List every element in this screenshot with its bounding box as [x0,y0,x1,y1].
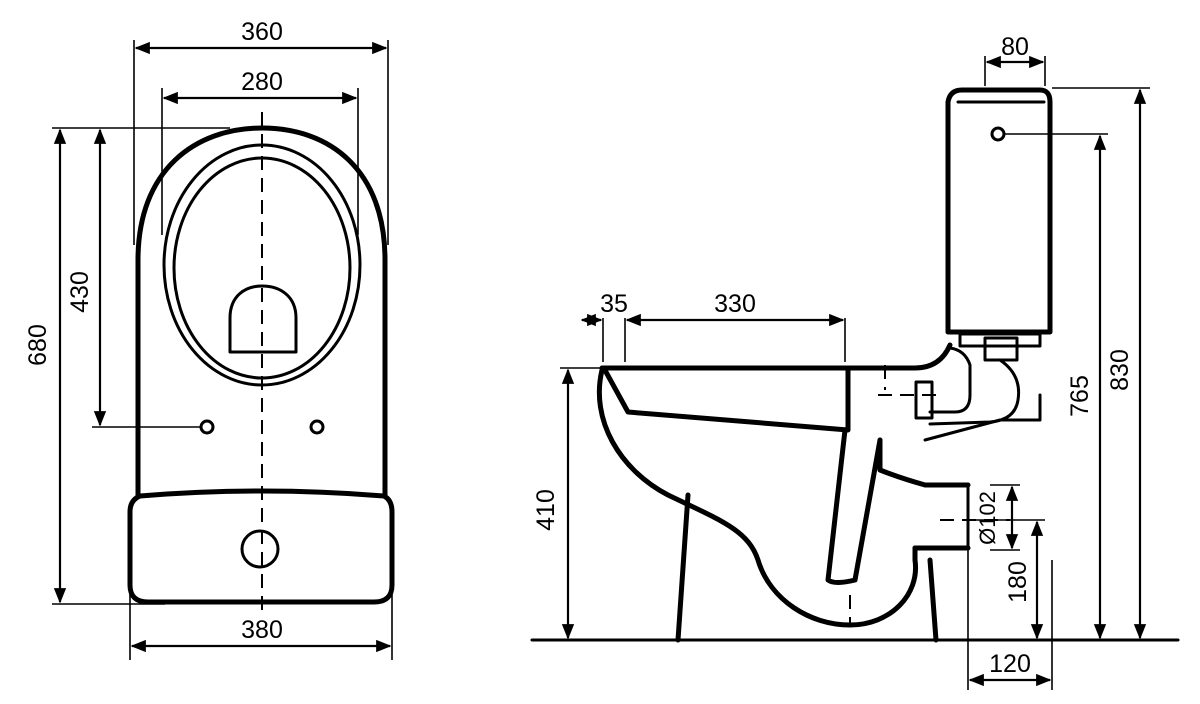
dim-410: 410 [532,489,560,531]
bolt-hole-left [199,419,215,435]
dim-outlet-diameter: Ø102 [975,491,1000,545]
dim-830: 830 [1106,349,1134,391]
dim-280: 280 [241,68,283,96]
trap-inner [825,427,883,585]
pedestal-front [675,492,691,643]
dim-330: 330 [714,290,756,318]
dim-430: 430 [66,271,94,313]
dim-360: 360 [241,18,283,46]
body-right [845,342,953,371]
dim-680: 680 [24,324,52,366]
bolt-hole-right [309,419,325,435]
side-view: 35 330 410 80 830 765 Ø102 180 120 [530,33,1180,690]
dim-765: 765 [1066,375,1094,417]
tank-base [127,488,395,605]
bowl-body [596,367,919,628]
tank-connector [958,332,1042,348]
dim-35: 35 [600,290,628,318]
flush-hole [240,529,280,569]
dim-380: 380 [241,616,283,644]
bowl-outline [135,125,388,498]
flush-pipe [928,346,972,414]
pedestal-rear [927,557,939,643]
tank [945,87,1053,335]
dim-180: 180 [1004,561,1032,603]
dim-120: 120 [989,650,1031,678]
drain-opening [228,284,298,354]
dim-80: 80 [1001,33,1029,61]
bowl-rim [599,365,851,433]
top-view: 360 280 680 430 380 [24,18,395,660]
flush-button [990,126,1006,142]
